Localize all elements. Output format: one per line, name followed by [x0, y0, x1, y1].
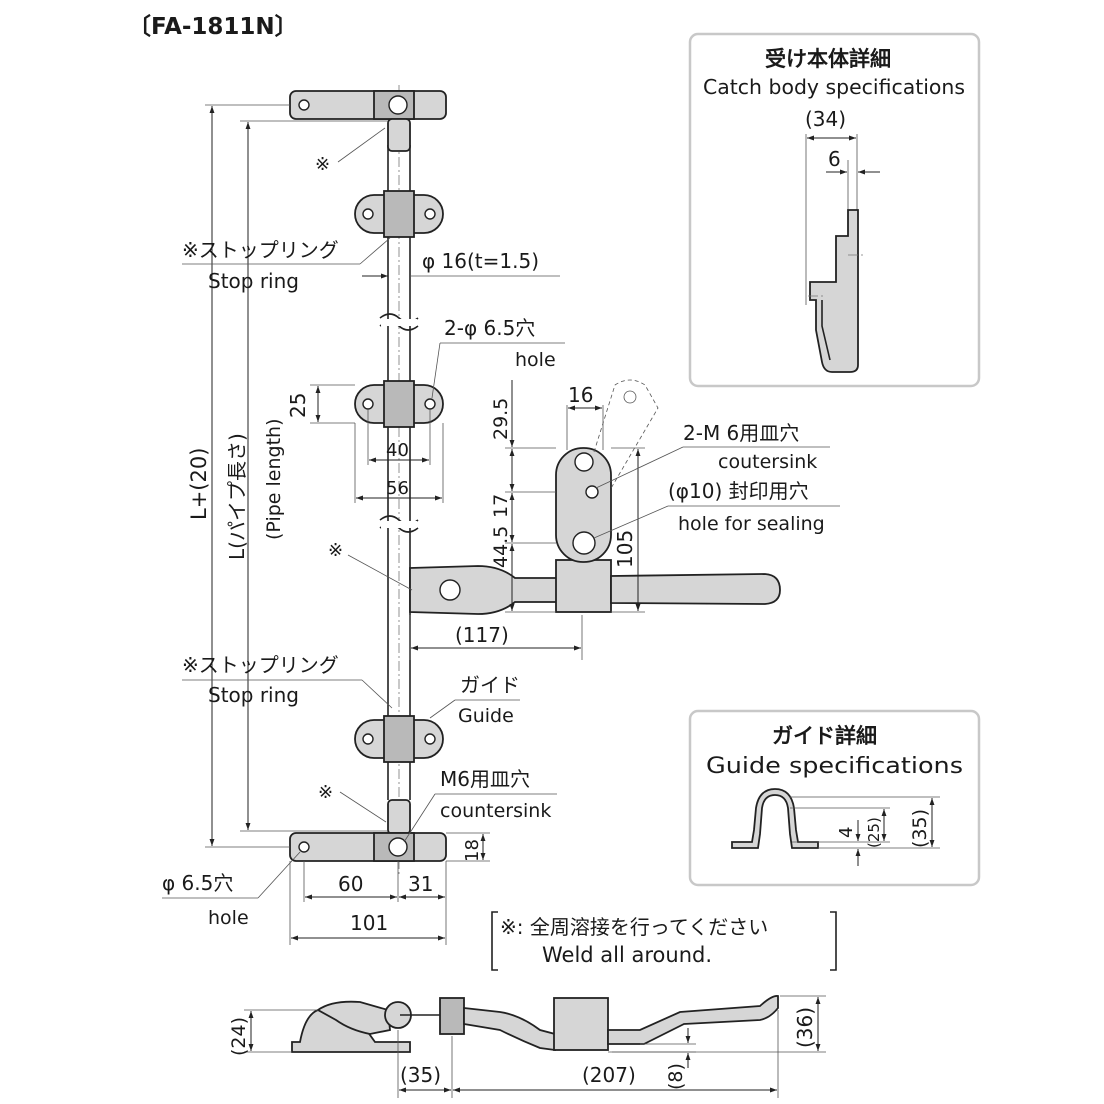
- guide-spec-title-jp: ガイド詳細: [772, 724, 877, 748]
- m6-jp: M6用皿穴: [440, 767, 530, 791]
- guide-jp: ガイド: [460, 673, 520, 697]
- guide-dim-35: (35): [909, 809, 931, 848]
- catch-spec-title-jp: 受け本体詳細: [765, 47, 891, 71]
- dim-44-5: 44.5: [490, 526, 512, 568]
- m6-en: countersink: [440, 800, 551, 822]
- dim-overall-length: L+(20): [187, 104, 290, 848]
- m6-2-en: coutersink: [718, 451, 817, 473]
- dim-8: (8): [665, 1063, 687, 1090]
- catch-spec-title-en: Catch body specifications: [703, 75, 965, 99]
- catch-spec-panel: 受け本体詳細 Catch body specifications (34) 6: [688, 32, 981, 388]
- weld-note-jp: ※: 全周溶接を行ってください: [500, 915, 768, 939]
- dim-17: 17: [490, 494, 512, 518]
- asterisk-bottom: ※: [318, 782, 333, 803]
- stop-ring-en-bottom: Stop ring: [208, 683, 299, 707]
- dim-60: 60: [338, 872, 363, 896]
- bottom-catch-body: [289, 799, 447, 862]
- guide-dim-4: 4: [836, 827, 857, 838]
- seal-jp: (φ10) 封印用穴: [668, 479, 809, 503]
- dim-18: 18: [462, 839, 483, 862]
- top-catch-body: [289, 90, 447, 152]
- dim-36: (36): [793, 1007, 817, 1048]
- weld-note-en: Weld all around.: [542, 943, 712, 967]
- dim-207: (207): [582, 1063, 636, 1087]
- side-view: [291, 995, 779, 1053]
- model-number: 〔FA-1811N〕: [128, 13, 298, 40]
- dim-105: 105: [613, 530, 637, 568]
- pipe-diameter: φ 16(t=1.5): [422, 249, 539, 273]
- guide-bracket-middle: [354, 380, 444, 428]
- pipe-length-label-jp: L(パイプ長さ): [225, 433, 249, 560]
- dim-35-side: (35): [400, 1063, 441, 1087]
- seal-en: hole for sealing: [678, 513, 825, 535]
- handle-assembly: [409, 379, 781, 615]
- dim-29-5: 29.5: [490, 398, 512, 440]
- length-total-label: L+(20): [187, 448, 211, 520]
- asterisk-top: ※: [315, 154, 330, 175]
- dim-24: (24): [228, 1017, 250, 1056]
- stop-ring-jp-bottom: ※ストップリング: [182, 653, 339, 677]
- dim-31: 31: [408, 872, 433, 896]
- dim-117: (117): [455, 623, 509, 647]
- guide-bracket-top: [354, 190, 444, 238]
- dim-40: 40: [386, 440, 409, 461]
- hole-en: hole: [208, 907, 249, 929]
- stop-ring-en-top: Stop ring: [208, 269, 299, 293]
- guide-dim-25: (25): [865, 817, 883, 848]
- dim-16: 16: [568, 383, 593, 407]
- guide-spec-panel: ガイド詳細 Guide specifications 4 (25) (35): [688, 709, 981, 887]
- dim-pipe-length: L(パイプ長さ) (Pipe length): [225, 120, 388, 832]
- dim-56: 56: [386, 478, 409, 499]
- guide-bracket-bottom: [354, 715, 444, 763]
- guide-en: Guide: [458, 705, 514, 727]
- m6-2-jp: 2-M 6用皿穴: [683, 421, 799, 445]
- dim-25: 25: [286, 393, 310, 418]
- catch-dim-34: (34): [805, 107, 846, 131]
- weld-note: ※: 全周溶接を行ってください Weld all around.: [491, 911, 837, 971]
- asterisk-mid: ※: [328, 540, 343, 561]
- pipe-length-label-en: (Pipe length): [263, 419, 285, 541]
- hole-2-jp: 2-φ 6.5穴: [444, 316, 535, 340]
- dim-101: 101: [350, 911, 388, 935]
- stop-ring-jp-top: ※ストップリング: [182, 238, 339, 262]
- guide-spec-title-en: Guide specifications: [706, 754, 963, 779]
- hole-2-en: hole: [515, 349, 556, 371]
- hole-jp: φ 6.5穴: [162, 871, 233, 895]
- catch-dim-6: 6: [828, 147, 841, 171]
